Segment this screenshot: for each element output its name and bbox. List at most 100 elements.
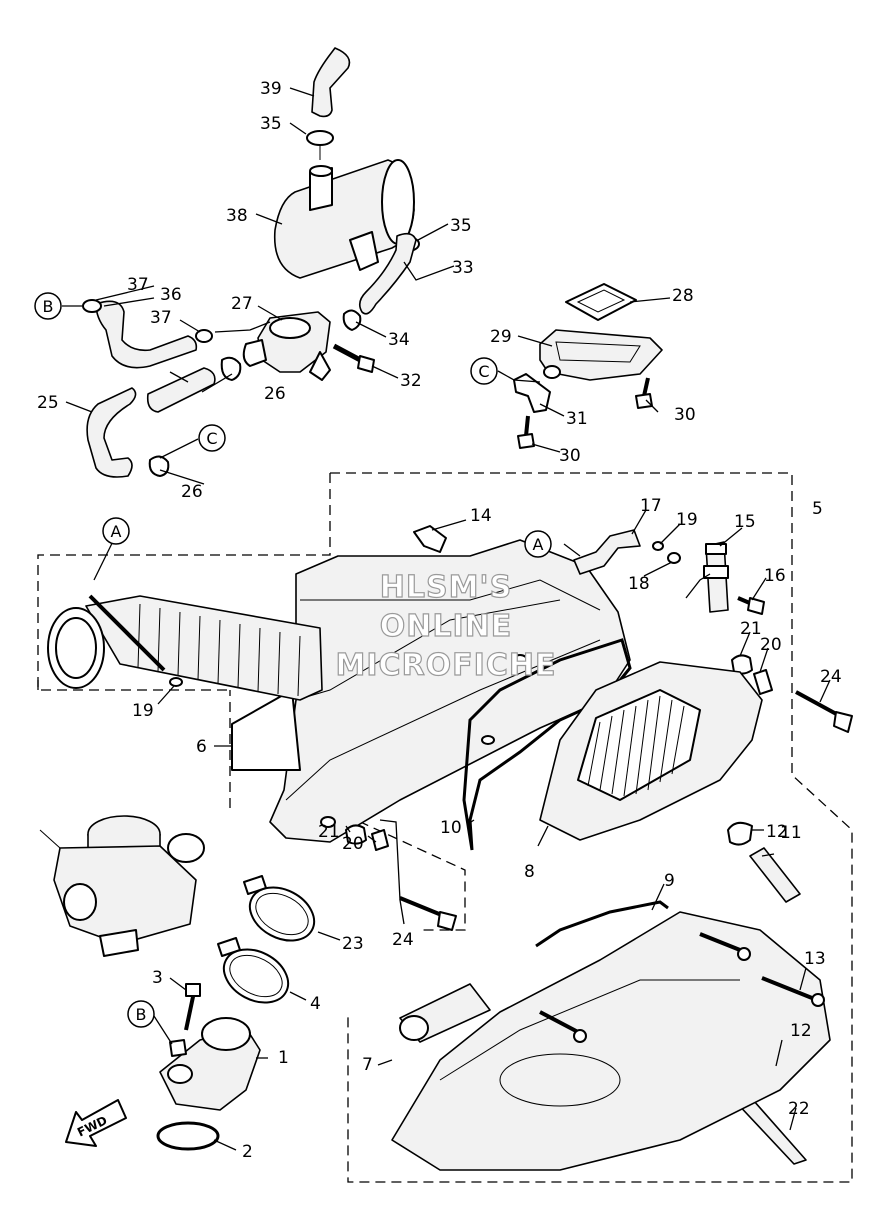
label-26-upper: 26 <box>264 384 286 404</box>
part-labels: 39 35 38 35 33 37 36 27 37 34 32 26 25 2… <box>37 79 842 1162</box>
bolt-32 <box>332 343 375 373</box>
svg-text:A: A <box>111 522 122 541</box>
fwd-arrow-icon: FWD <box>65 1099 127 1147</box>
label-23: 23 <box>342 934 364 954</box>
label-30-right: 30 <box>674 405 696 425</box>
cover-7 <box>391 911 831 1171</box>
svg-text:B: B <box>136 1005 147 1024</box>
intake-duct <box>47 594 323 701</box>
svg-text:B: B <box>43 297 54 316</box>
callout-c-right: C <box>470 357 498 385</box>
watermark: HLSM'S ONLINE MICROFICHE <box>335 569 557 683</box>
svg-text:MICROFICHE: MICROFICHE <box>336 648 557 683</box>
hose-36 <box>95 300 198 369</box>
svg-text:C: C <box>206 429 217 448</box>
seal-10 <box>462 638 632 851</box>
clamp-26-upper <box>220 356 242 381</box>
label-8: 8 <box>524 862 535 882</box>
hose-25 <box>86 367 216 478</box>
label-14: 14 <box>470 506 492 526</box>
callout-b-bottom: B <box>127 1000 155 1028</box>
label-38: 38 <box>226 206 248 226</box>
clip-14 <box>413 525 447 553</box>
label-32: 32 <box>400 371 422 391</box>
label-21-right: 21 <box>740 619 762 639</box>
carburetor <box>39 815 205 957</box>
label-28: 28 <box>672 286 694 306</box>
label-37-top: 37 <box>127 275 149 295</box>
label-18: 18 <box>628 574 650 594</box>
label-9: 9 <box>664 871 675 891</box>
label-36: 36 <box>160 285 182 305</box>
collar-20-right <box>753 669 773 695</box>
bracket-29 <box>539 329 663 381</box>
sensor-15 <box>703 541 729 613</box>
hose-33 <box>358 232 417 315</box>
label-21-left: 21 <box>318 822 340 842</box>
air-cleaner-case-6 <box>231 539 631 843</box>
carburetor-joint-1 <box>159 1017 261 1111</box>
seal-9 <box>535 900 669 948</box>
intake-group-outline <box>37 473 331 691</box>
lower-left-outline <box>37 680 466 931</box>
svg-text:A: A <box>533 535 544 554</box>
label-1: 1 <box>278 1048 289 1068</box>
o-ring-2 <box>156 1121 220 1151</box>
label-11: 11 <box>780 823 802 843</box>
svg-text:ONLINE: ONLINE <box>380 609 513 644</box>
label-22: 22 <box>788 1099 810 1119</box>
collar-20-left <box>371 829 389 851</box>
label-33: 33 <box>452 258 474 278</box>
bolt-24-left <box>399 896 457 931</box>
label-34: 34 <box>388 330 410 350</box>
clamp-26-lower <box>148 455 170 477</box>
ring-18 <box>667 552 681 564</box>
label-27: 27 <box>231 294 253 314</box>
callout-b-top: B <box>34 292 62 320</box>
label-39: 39 <box>260 79 282 99</box>
label-20-right: 20 <box>760 635 782 655</box>
canister-38 <box>273 159 415 279</box>
label-31: 31 <box>566 409 588 429</box>
bracket-31 <box>513 373 551 413</box>
svg-text:C: C <box>478 362 489 381</box>
clip-35-top <box>306 130 334 146</box>
air-cleaner-group-outline <box>330 472 853 1183</box>
label-20-left: 20 <box>342 834 364 854</box>
bolt-30-lower <box>517 415 535 449</box>
label-2: 2 <box>242 1142 253 1162</box>
clamp-4 <box>217 937 290 1004</box>
clip-37-right <box>195 329 213 343</box>
label-19-top: 19 <box>676 510 698 530</box>
label-13: 13 <box>804 949 826 969</box>
label-24-right: 24 <box>820 667 842 687</box>
label-24-left: 24 <box>392 930 414 950</box>
label-15: 15 <box>734 512 756 532</box>
callout-a-right: A <box>524 530 552 558</box>
label-10: 10 <box>440 818 462 838</box>
label-4: 4 <box>310 994 321 1014</box>
label-7: 7 <box>362 1055 373 1075</box>
label-35-top: 35 <box>260 114 282 134</box>
svg-text:HLSM'S: HLSM'S <box>380 570 512 605</box>
callout-a-left: A <box>102 517 130 545</box>
callout-c-left: C <box>198 424 226 452</box>
clip-37-left <box>82 299 102 313</box>
label-12-upper: 12 <box>766 822 788 842</box>
leader-lines <box>62 87 831 1151</box>
hose-39 <box>311 47 351 118</box>
label-30-lower: 30 <box>559 446 581 466</box>
clip-34 <box>342 309 362 331</box>
cap-12-upper <box>727 821 753 846</box>
label-35-right: 35 <box>450 216 472 236</box>
filter-element-8 <box>539 661 763 841</box>
clamp-23 <box>243 875 316 942</box>
label-16: 16 <box>764 566 786 586</box>
label-29: 29 <box>490 327 512 347</box>
valve-27 <box>242 311 331 381</box>
screw-16 <box>737 596 765 615</box>
label-3: 3 <box>152 968 163 988</box>
bolt-24-right <box>795 690 853 733</box>
